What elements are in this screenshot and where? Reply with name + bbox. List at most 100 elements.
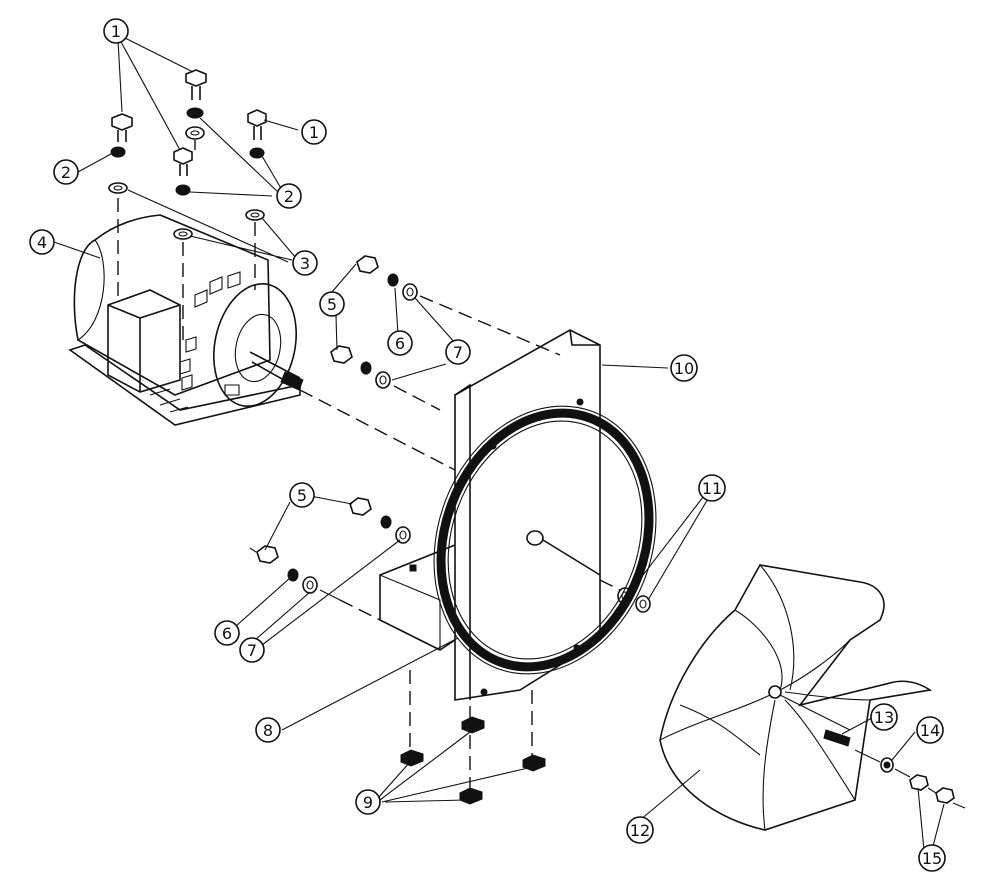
callout-circle: [698, 474, 726, 502]
bracket-foot-hole: [409, 564, 417, 572]
flat-washer-upper-bottom: [375, 371, 391, 389]
gasket-ring: [436, 408, 654, 672]
callout-circle: [239, 637, 265, 663]
callout-label: 2: [284, 187, 294, 206]
callout-1: 1: [103, 18, 129, 44]
callout-7: 7: [239, 637, 265, 663]
foot-alignment-lines: [409, 670, 533, 758]
motor-label-plate: [224, 384, 240, 396]
flat-washer-lower-bottom: [302, 576, 318, 594]
callout-label: 5: [327, 295, 337, 314]
mounting-bracket: [379, 329, 657, 758]
flat-washer-lower-top: [395, 526, 411, 544]
callout-5: 5: [319, 291, 345, 317]
callout-circle: [870, 703, 898, 731]
shaft-thread: [280, 371, 304, 391]
callout-circle: [289, 482, 315, 508]
callout-circle: [626, 816, 654, 844]
motor-base-plate: [68, 344, 301, 426]
callout-2: 2: [53, 159, 79, 185]
bolt-middle: [173, 147, 193, 176]
lockwasher-lower-top: [380, 515, 392, 529]
spacer-2: [635, 595, 651, 613]
callout-circle: [255, 717, 281, 743]
callout-circle: [292, 250, 318, 276]
rubber-feet: [400, 716, 546, 805]
callout-label: 13: [874, 708, 894, 727]
callout-label: 12: [630, 821, 650, 840]
lockwasher-right: [249, 147, 265, 159]
upper-hardware-alignment-lines: [393, 295, 561, 411]
foot-pad-2: [461, 716, 485, 734]
callout-circle: [53, 159, 79, 185]
callout-circle: [445, 339, 471, 365]
motor-bearing-housing: [234, 313, 282, 383]
callout-circle: [103, 18, 129, 44]
callout-circle: [319, 291, 345, 317]
leader-lines: [53, 37, 945, 851]
bolt-set: [108, 69, 267, 340]
foot-pad-3: [522, 754, 546, 772]
callout-label: 1: [111, 22, 121, 41]
lockwasher-lower-bottom: [287, 568, 299, 582]
bolt-alignment-lines: [117, 140, 256, 340]
hex-nut-upper-top: [356, 255, 379, 274]
junction-box: [107, 289, 181, 393]
fan-wheel: [659, 564, 933, 831]
fan-blades: [659, 564, 871, 831]
shaft-key: [823, 729, 851, 747]
fan-hub: [768, 685, 782, 699]
shaft-alignment-line: [299, 389, 456, 471]
spacer-set: [617, 587, 651, 613]
spacer-1: [617, 587, 633, 605]
lockwasher-middle: [175, 184, 191, 196]
bracket-flange: [454, 329, 600, 700]
callout-15: 15: [918, 844, 946, 872]
foot-pad-4: [459, 787, 483, 805]
callout-label: 15: [922, 849, 942, 868]
bracket-hole-4: [480, 688, 488, 696]
bolt-left: [111, 113, 133, 142]
flat-washer-top-center: [185, 126, 205, 140]
callout-label: 7: [247, 641, 257, 660]
hex-nut-lower-top: [349, 497, 372, 516]
callout-label: 11: [702, 479, 722, 498]
fan-washer: [880, 757, 894, 773]
callout-label: 5: [297, 486, 307, 505]
callout-circle: [29, 229, 55, 255]
callout-circle: [301, 119, 327, 145]
motor-vents: [179, 271, 241, 391]
flat-washer-left: [108, 182, 128, 194]
bracket-hole-2: [576, 398, 584, 406]
fan-nut-2: [935, 787, 955, 804]
motor-body: [73, 214, 271, 396]
lockwasher-upper-bottom: [360, 361, 372, 375]
callout-label: 1: [309, 123, 319, 142]
motor-assembly: [68, 214, 304, 426]
motor-front-face: [213, 282, 297, 408]
bolt-right: [247, 109, 267, 140]
callout-label: 6: [222, 624, 232, 643]
callout-circle: [214, 620, 240, 646]
callout-14: 14: [916, 716, 944, 744]
callout-circle: [916, 716, 944, 744]
callout-circle: [670, 354, 698, 382]
callout-4: 4: [29, 229, 55, 255]
callout-6: 6: [214, 620, 240, 646]
fan-nut-1: [909, 774, 929, 791]
upper-hardware: [299, 255, 561, 471]
callout-3: 3: [292, 250, 318, 276]
callout-9: 9: [355, 789, 381, 815]
fan-hardware: [823, 729, 966, 809]
callout-1: 1: [301, 119, 327, 145]
bolt-top-center: [185, 69, 207, 100]
callout-circle: [918, 844, 946, 872]
flat-washer-middle: [173, 228, 193, 240]
callout-10: 10: [670, 354, 698, 382]
callout-label: 4: [37, 233, 47, 252]
hex-nut-upper-bottom: [330, 345, 353, 364]
fan-outline: [659, 564, 933, 831]
flat-washer-right: [245, 209, 265, 221]
